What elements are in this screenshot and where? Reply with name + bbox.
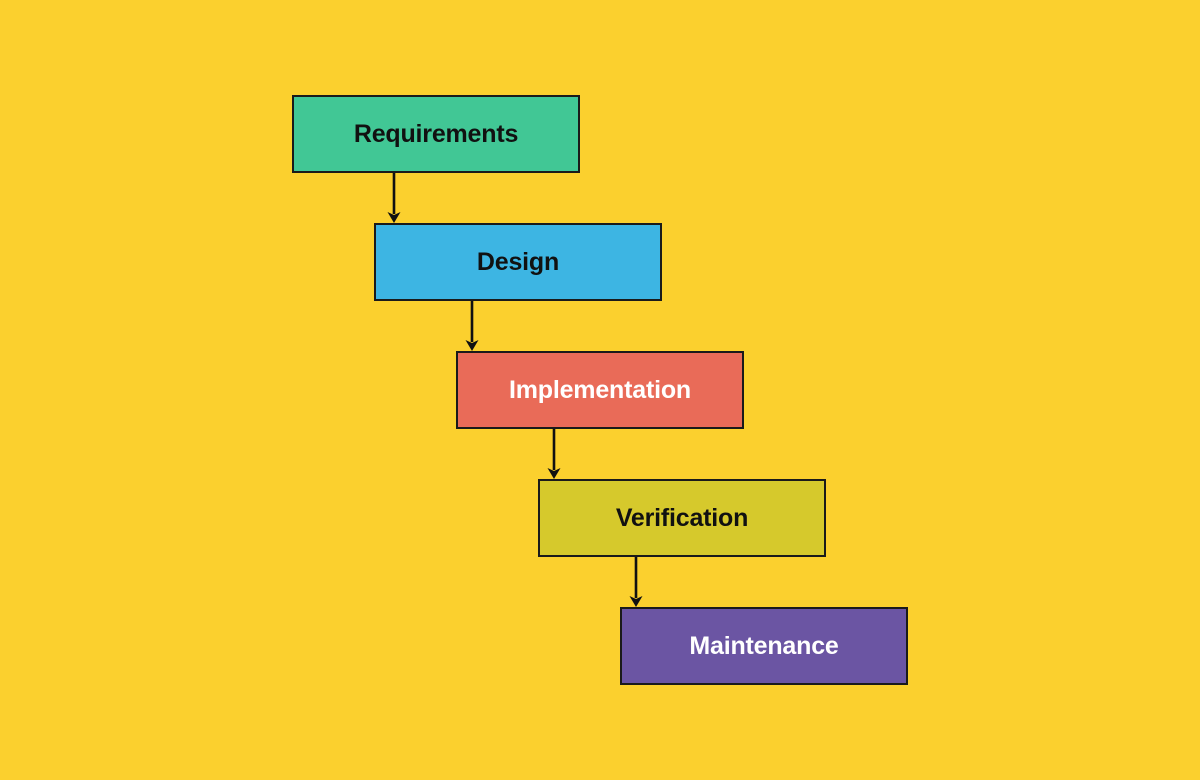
stage-box-requirements[interactable]: Requirements (292, 95, 580, 173)
connector-requirements-to-design (387, 173, 401, 223)
connector-design-to-implementation (465, 301, 479, 351)
arrowhead-design-to-implementation (465, 340, 479, 351)
stage-label-requirements: Requirements (353, 119, 519, 148)
connector-verification-to-maintenance (629, 557, 643, 607)
stage-label-design: Design (476, 247, 560, 276)
stage-label-maintenance: Maintenance (689, 631, 839, 660)
stage-box-design[interactable]: Design (374, 223, 662, 301)
stage-box-maintenance[interactable]: Maintenance (620, 607, 908, 685)
arrowhead-requirements-to-design (387, 212, 401, 223)
stage-box-verification[interactable]: Verification (538, 479, 826, 557)
stage-box-implementation[interactable]: Implementation (456, 351, 744, 429)
connector-implementation-to-verification (547, 429, 561, 479)
arrowhead-verification-to-maintenance (629, 596, 643, 607)
stage-label-verification: Verification (615, 503, 749, 532)
stage-label-implementation: Implementation (509, 375, 691, 404)
arrowhead-implementation-to-verification (547, 468, 561, 479)
